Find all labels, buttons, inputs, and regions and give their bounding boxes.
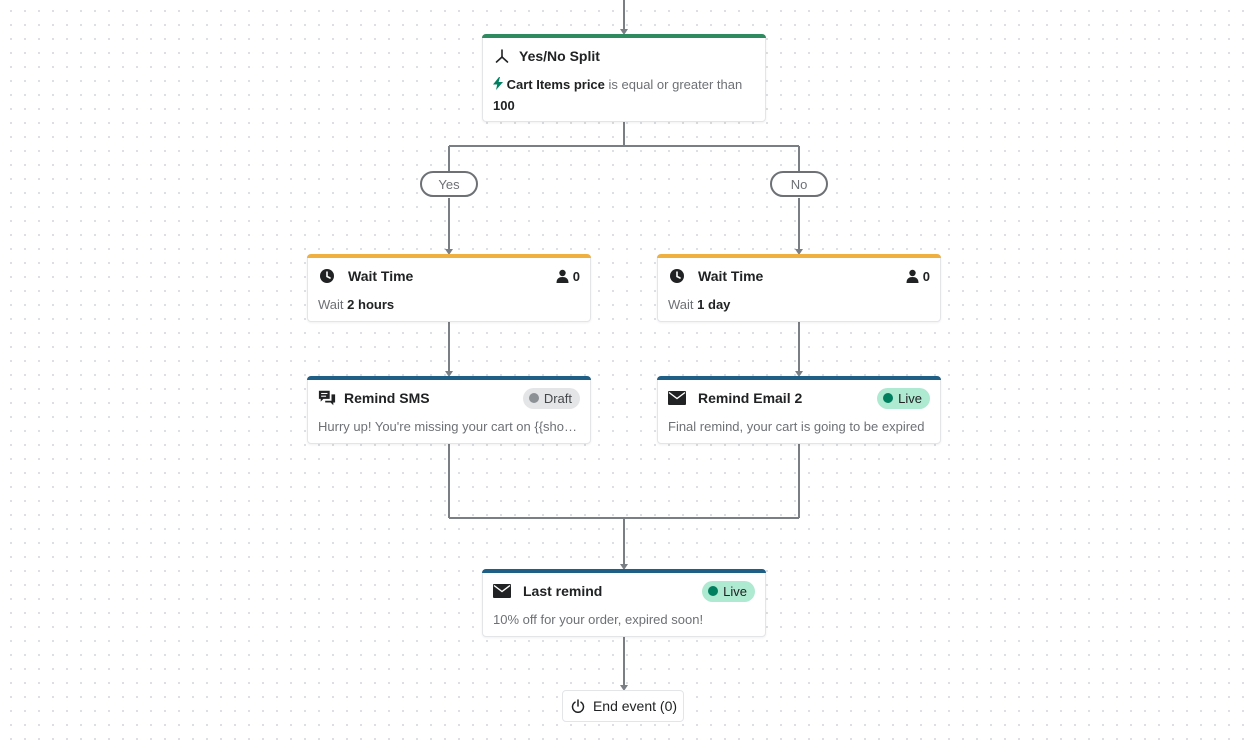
live-dot-icon bbox=[883, 393, 894, 403]
split-title: Yes/No Split bbox=[519, 48, 600, 64]
wait-text-left: Wait 2 hours bbox=[318, 297, 395, 312]
clock-icon bbox=[318, 267, 336, 285]
email2-title: Remind Email 2 bbox=[698, 390, 803, 406]
sms-preview: Hurry up! You're missing your cart on {{… bbox=[318, 419, 580, 434]
yes-no-split-card[interactable]: Yes/No Split Cart Items price is equal o… bbox=[482, 34, 766, 122]
condition-field: Cart Items price bbox=[506, 77, 605, 92]
condition-operator: is equal or greater than bbox=[608, 77, 743, 92]
person-icon bbox=[906, 269, 919, 283]
sms-title: Remind SMS bbox=[344, 390, 430, 406]
remind-sms-card[interactable]: Remind SMS Draft Hurry up! You're missin… bbox=[307, 376, 591, 444]
draft-dot-icon bbox=[528, 393, 539, 403]
email2-preview: Final remind, your cart is going to be e… bbox=[668, 419, 925, 434]
status-badge-live: Live bbox=[702, 580, 755, 602]
wait-title-left: Wait Time bbox=[348, 268, 414, 284]
user-count-left: 0 bbox=[556, 269, 580, 284]
no-branch-label[interactable]: No bbox=[770, 171, 828, 197]
last-remind-card[interactable]: Last remind Live 10% off for your order,… bbox=[482, 569, 766, 637]
end-event-node[interactable]: End event (0) bbox=[562, 690, 684, 722]
status-badge-live: Live bbox=[877, 387, 930, 409]
status-badge-draft: Draft bbox=[522, 387, 580, 409]
live-dot-icon bbox=[708, 586, 719, 596]
last-title: Last remind bbox=[523, 583, 603, 599]
wait-text-right: Wait 1 day bbox=[668, 297, 731, 312]
person-icon bbox=[556, 269, 569, 283]
last-preview: 10% off for your order, expired soon! bbox=[493, 612, 704, 627]
wait-time-card-right[interactable]: Wait Time 0 Wait 1 day bbox=[657, 254, 941, 322]
bolt-icon bbox=[493, 76, 503, 96]
condition-value: 100 bbox=[493, 98, 515, 113]
yes-branch-label[interactable]: Yes bbox=[420, 171, 478, 197]
end-event-label: End event (0) bbox=[592, 698, 678, 714]
wait-title-right: Wait Time bbox=[698, 268, 764, 284]
chat-icon bbox=[318, 389, 336, 407]
split-icon bbox=[493, 47, 511, 65]
remind-email-2-card[interactable]: Remind Email 2 Live Final remind, your c… bbox=[657, 376, 941, 444]
wait-time-card-left[interactable]: Wait Time 0 Wait 2 hours bbox=[307, 254, 591, 322]
clock-icon bbox=[668, 267, 686, 285]
user-count-right: 0 bbox=[906, 269, 930, 284]
envelope-icon bbox=[493, 582, 511, 600]
split-condition: Cart Items price is equal or greater tha… bbox=[493, 75, 755, 116]
power-icon bbox=[569, 697, 587, 715]
envelope-icon bbox=[668, 389, 686, 407]
